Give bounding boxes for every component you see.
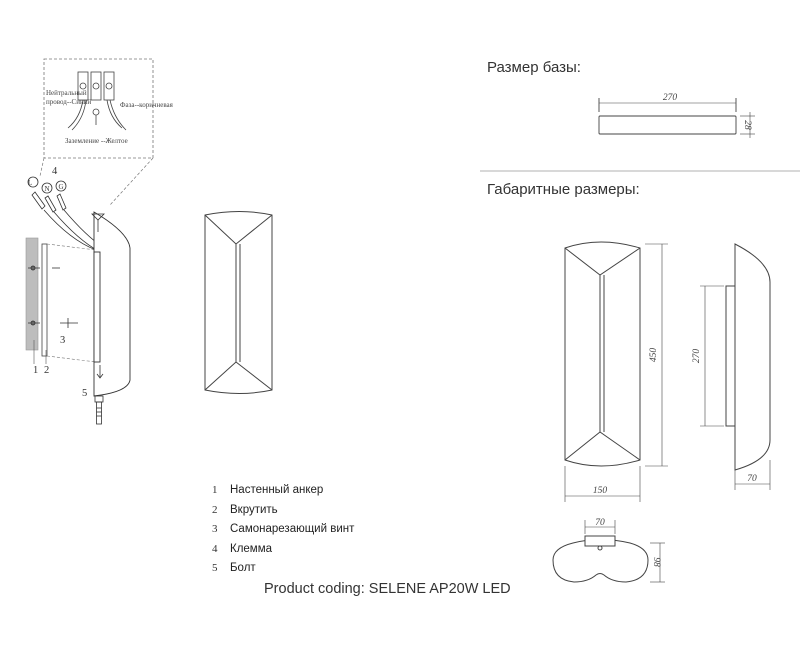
dim-depth: 70	[747, 474, 757, 484]
dim-top-width: 70	[595, 518, 605, 528]
product-coding: Product coding: SELENE AP20W LED	[264, 581, 511, 597]
ground-label: Заземление --Желтое	[65, 137, 128, 145]
base-plate	[41, 243, 48, 357]
wiring-detail-box	[43, 58, 154, 159]
dim-base-height: 28	[742, 120, 752, 130]
neutral-label-1: Нейтральный	[46, 89, 87, 97]
callout-5: 5	[82, 388, 87, 399]
overall-size-heading: Габаритные размеры:	[487, 181, 640, 198]
wall-section	[25, 237, 39, 351]
callout-2: 2	[44, 365, 49, 376]
dim-height: 450	[649, 348, 659, 363]
terminal-l: L	[28, 179, 32, 187]
terminal-block-drawing	[67, 71, 127, 131]
neutral-label-2: провод--Синий	[46, 98, 91, 106]
phase-label: Фаза--коричневая	[120, 101, 174, 109]
top-view-drawing	[552, 535, 649, 583]
overall-side-drawing	[725, 243, 771, 471]
callout-1: 1	[33, 365, 38, 376]
dim-mount-height: 270	[692, 349, 702, 364]
dim-width: 150	[593, 486, 608, 496]
bolt-drawing	[94, 365, 104, 425]
base-plate-drawing	[598, 98, 755, 138]
terminal-g: G	[58, 183, 63, 191]
callout-3: 3	[60, 335, 65, 346]
dim-base-length: 270	[663, 93, 678, 103]
top-screw	[91, 213, 105, 232]
terminal-n: N	[44, 185, 49, 193]
callout-4: 4	[52, 166, 58, 177]
lamp-front-view	[204, 211, 273, 394]
screws	[52, 267, 78, 328]
dim-top-depth: 98	[651, 557, 661, 567]
wall-anchors	[28, 265, 40, 326]
lamp-side-view	[93, 211, 131, 397]
overall-front-drawing	[564, 241, 641, 467]
base-size-heading: Размер базы:	[487, 59, 581, 76]
